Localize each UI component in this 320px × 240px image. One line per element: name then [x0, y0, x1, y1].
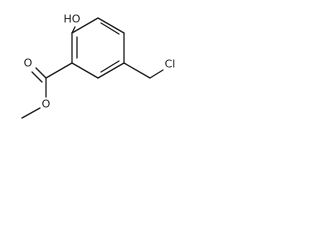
hydroxyl-bond	[71, 26, 76, 34]
chemical-structure: HO O O Cl	[21, 13, 176, 119]
hydroxyl-label: HO	[64, 13, 81, 26]
carbonyl-oxygen-label: O	[24, 57, 33, 70]
chloromethyl-bond	[123, 62, 151, 79]
chlorine-label: Cl	[165, 58, 176, 71]
ring-bond-c2-c3	[97, 17, 125, 34]
ring-bond-c1-c2	[71, 17, 99, 34]
benzene-ring	[71, 17, 125, 79]
ring-bond-c5-c6	[71, 62, 99, 79]
carbonyl-carbon-bond	[45, 62, 73, 79]
carbonyl-double-bond-a	[35, 67, 47, 79]
ester-oxygen-label: O	[42, 98, 51, 111]
ring-bond-c4-c5	[97, 62, 125, 79]
ring-double-bond-inner-2	[100, 60, 120, 73]
methyl-bond	[21, 107, 41, 119]
chlorine-bond	[149, 69, 164, 79]
ring-double-bond-inner-1	[100, 22, 120, 35]
carbonyl-double-bond-b	[31, 71, 43, 83]
